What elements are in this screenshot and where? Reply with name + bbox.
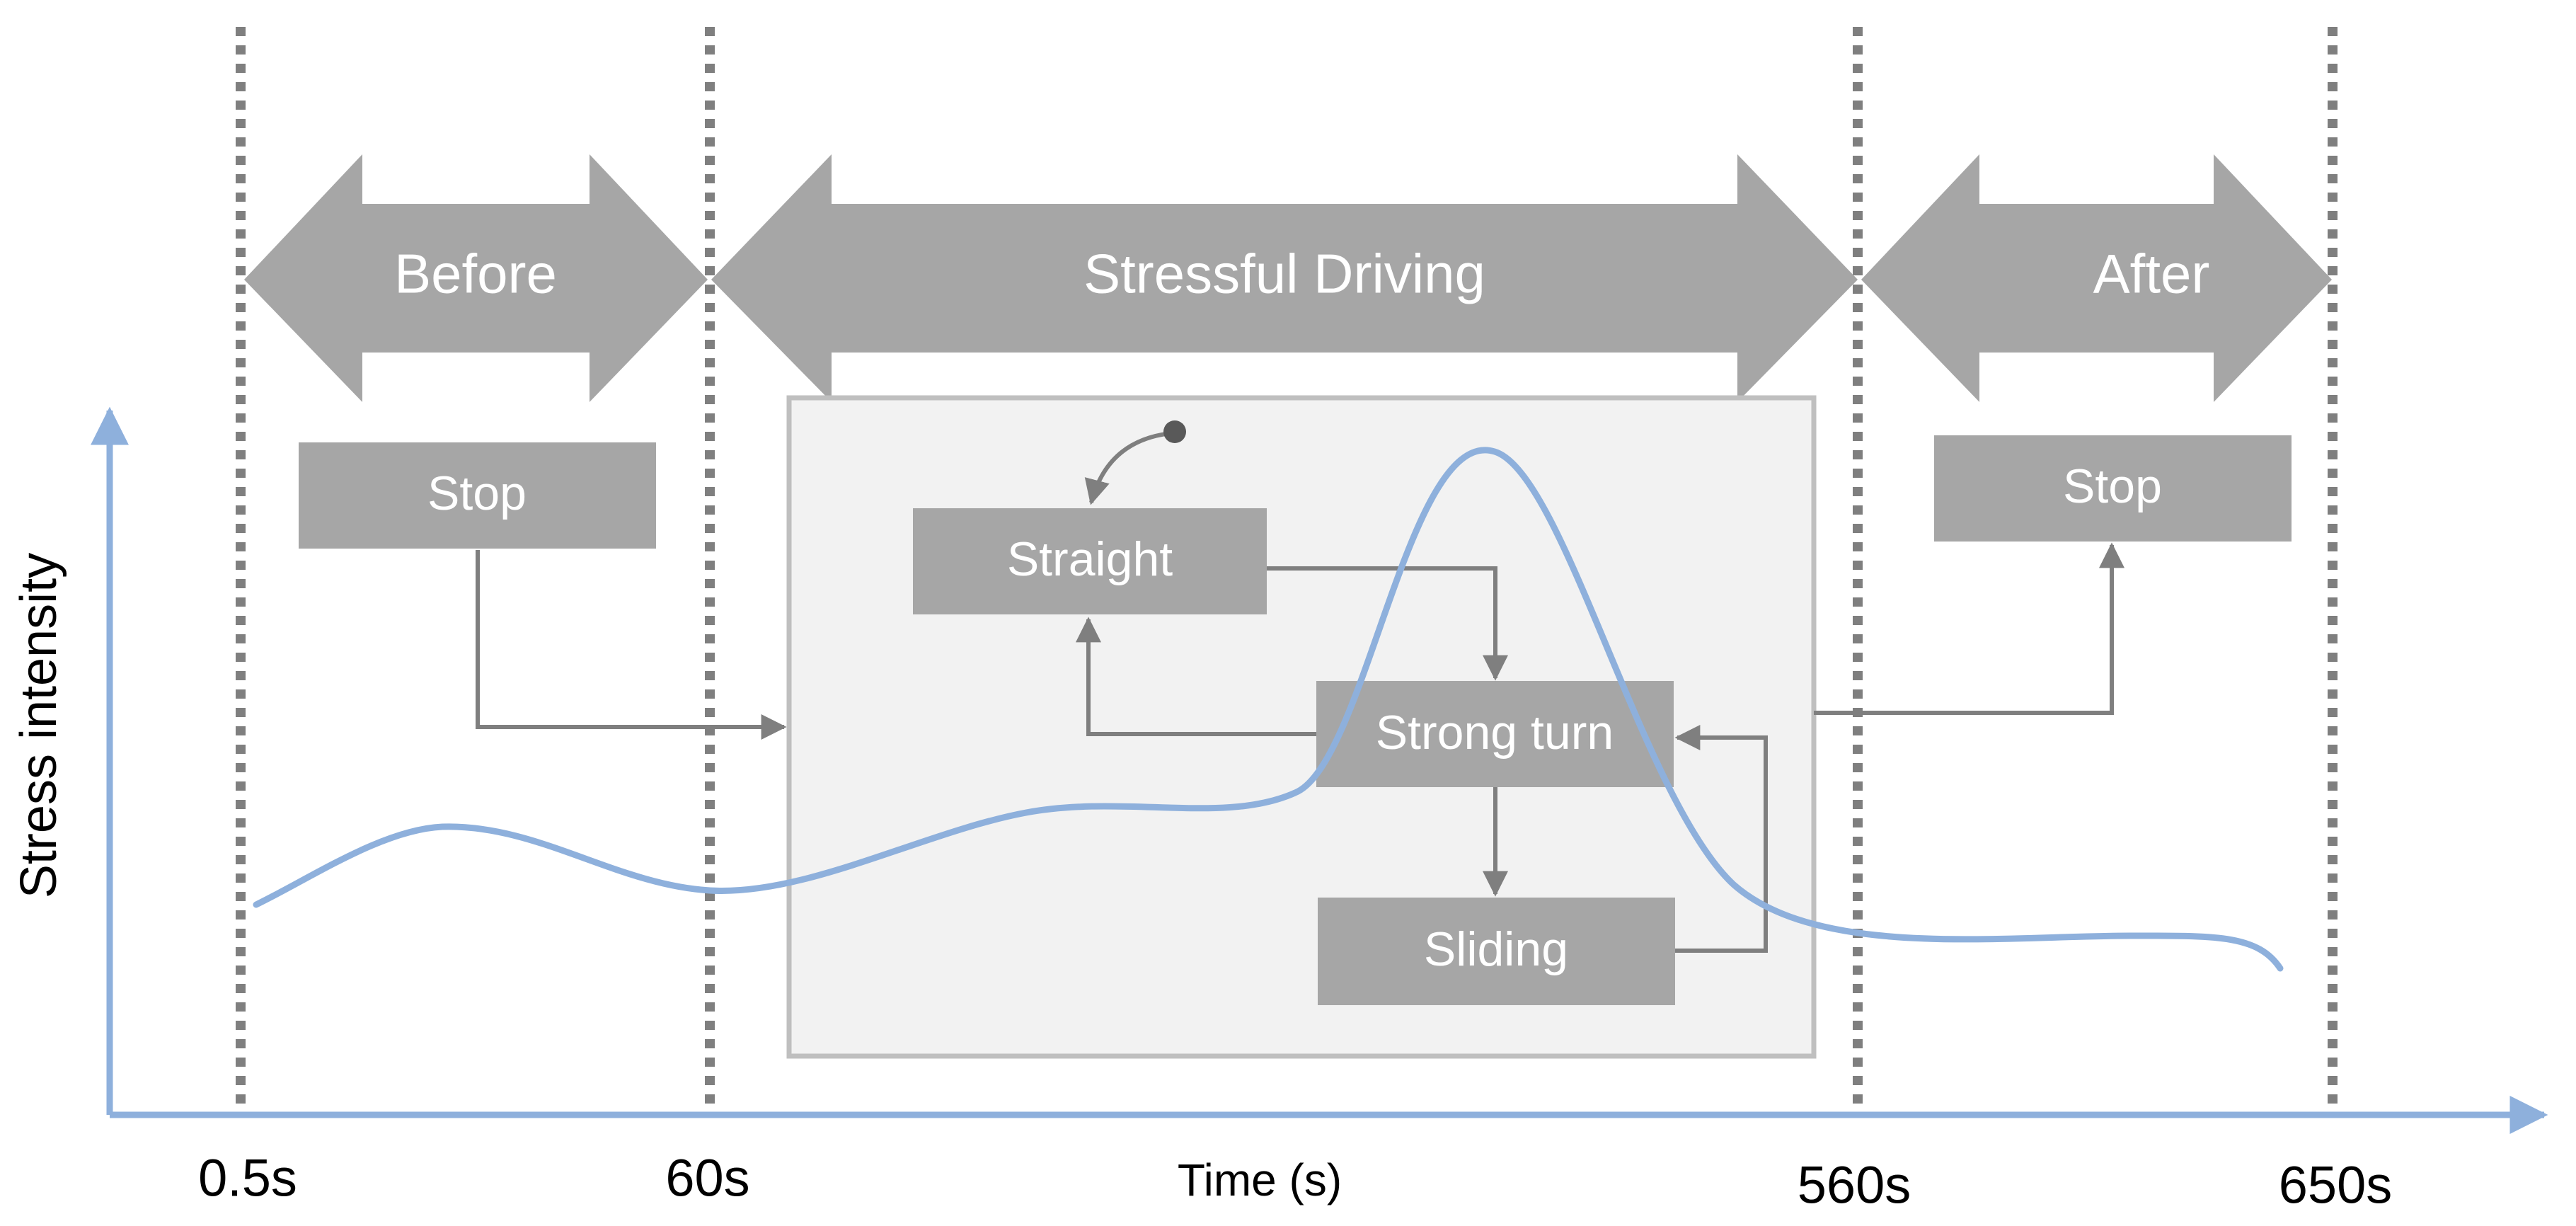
phase-label-before: Before [394,243,557,305]
phase-label-stressful-driving: Stressful Driving [1083,243,1485,305]
phase-arrow-stressful-driving [711,154,1858,402]
sliding-label: Sliding [1424,922,1568,976]
connector-strong-turn-to-straight [1076,617,1316,736]
phase-arrow-before [244,154,708,402]
straight-label: Straight [1007,532,1173,586]
strong-turn-box [1316,681,1674,787]
connector-initial-to-straight [1084,431,1172,505]
y-axis-label: Stress intensity [11,553,67,898]
stop-after-box [1934,435,2292,542]
straight-box [913,508,1267,614]
strong-turn-label: Strong turn [1376,706,1614,760]
sliding-box [1318,898,1675,1005]
state-connectors [476,431,2124,953]
tick-label-0-5s: 0.5s [198,1149,297,1208]
initial-state-dot [1163,420,1186,443]
connector-driving-to-stop [1814,542,2124,715]
connector-stop-to-driving [476,550,787,740]
connector-straight-to-strong-turn [1267,566,1508,681]
stress-intensity-curve [253,447,2284,972]
tick-label-60s: 60s [665,1149,749,1208]
x-axis-label: Time (s) [1178,1155,1342,1205]
stop-before-label: Stop [427,466,527,520]
phase-arrows [244,154,2332,402]
stop-before-box [299,442,656,549]
phase-arrow-after [1861,154,2332,402]
phase-label-after: After [2093,243,2210,305]
tick-label-560s: 560s [1798,1156,1911,1215]
tick-label-650s: 650s [2279,1156,2392,1215]
connector-sliding-to-strong-turn [1674,725,1768,953]
stop-after-label: Stop [2063,459,2162,513]
